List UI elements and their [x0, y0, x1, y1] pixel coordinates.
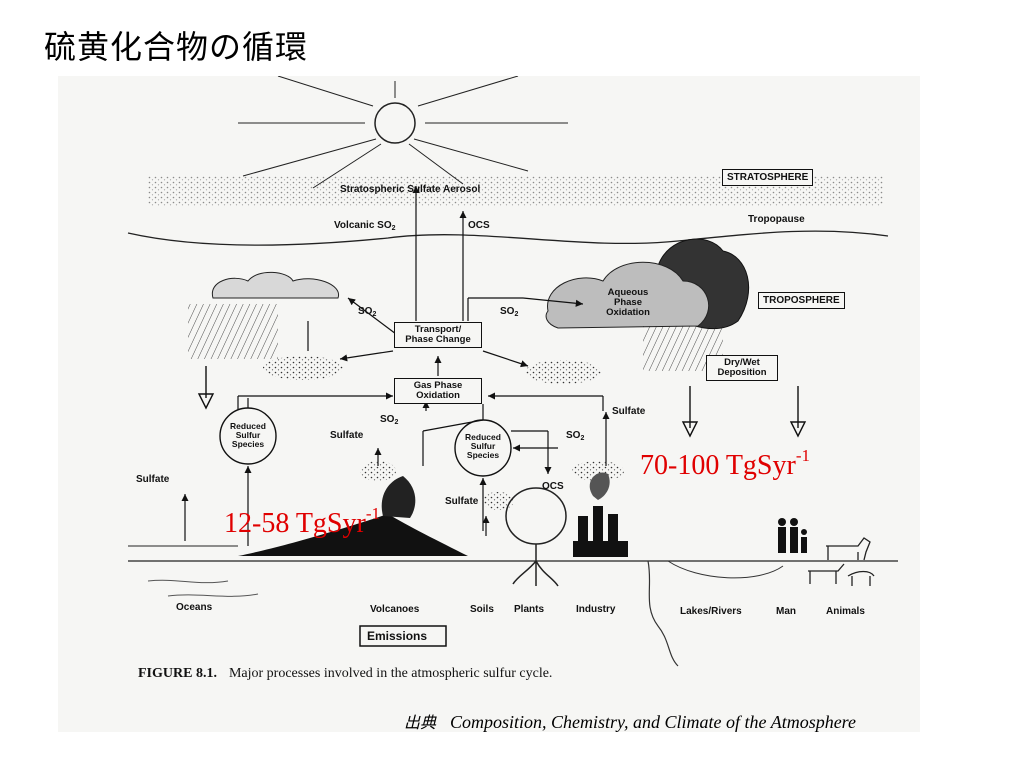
so2-right-label: SO2 [500, 306, 519, 318]
reduced-sulfur-left-label: Reduced Sulfur Species [230, 421, 266, 449]
bottom-label-lakes-rivers: Lakes/Rivers [680, 606, 742, 617]
people-icon [778, 518, 807, 553]
aqueous-cloud [545, 261, 710, 329]
bottom-label-oceans: Oceans [176, 602, 213, 613]
factory-icon [573, 472, 628, 557]
aerosol-cluster-right [525, 360, 601, 384]
sulfate-industry-label: Sulfate [612, 406, 646, 417]
left-flux-annotation: 12-58 TgSyr-1 [224, 504, 380, 539]
bottom-label-man: Man [776, 606, 796, 617]
bottom-label-soils: Soils [470, 604, 494, 615]
sulfate-label-a: Sulfate [330, 430, 364, 441]
right-flux-annotation: 70-100 TgSyr-1 [640, 446, 810, 481]
tropopause-line [127, 230, 889, 246]
so2-mid-right-label: SO2 [566, 430, 585, 442]
reduced-sulfur-mid-label: Reduced Sulfur Species [465, 432, 501, 460]
sulfate-volcano-label: Sulfate [445, 496, 479, 507]
emissions-frame [359, 625, 447, 647]
ocs-top-label: OCS [468, 220, 490, 231]
cloud-left [211, 271, 339, 299]
aqueous-label: Aqueous Phase Oxidation [606, 287, 650, 318]
ocs-mid-label: OCS [542, 481, 564, 492]
volcanic-so2-label: Volcanic SO2 [334, 220, 396, 232]
stratosphere-label: STRATOSPHERE [722, 169, 814, 186]
bottom-label-animals: Animals [826, 606, 865, 617]
sulfate-left-label: Sulfate [136, 474, 170, 485]
bottom-label-plants: Plants [514, 604, 545, 615]
aerosol-cluster-left [263, 356, 343, 380]
tropopause-label: Tropopause [748, 214, 805, 225]
emissions-label: Emissions [367, 629, 428, 643]
troposphere-label: TROPOSPHERE [758, 292, 845, 309]
animals-icon [808, 537, 875, 586]
smoke-plumes [360, 461, 624, 510]
sulfur-cycle-figure: STRATOSPHERE TROPOSPHERE Tropopause Stra… [58, 76, 920, 732]
bottom-label-industry: Industry [576, 604, 616, 615]
so2-left-label: SO2 [358, 306, 377, 318]
so2-mid-label: SO2 [380, 414, 399, 426]
sun-icon [238, 76, 568, 189]
strat-aerosol-label: Stratospheric Sulfate Aerosol [340, 184, 481, 195]
volcano-icon [238, 514, 468, 556]
source-text: Composition, Chemistry, and Climate of t… [450, 712, 857, 732]
slide-title: 硫黄化合物の循環 [44, 28, 309, 66]
caption-label: FIGURE 8.1. [138, 666, 217, 681]
figure-caption: FIGURE 8.1. Major processes involved in t… [138, 666, 552, 682]
caption-text: Major processes involved in the atmosphe… [228, 666, 553, 681]
rain-left [188, 304, 278, 359]
source-label: 出典 [404, 713, 437, 732]
drywet-box: Dry/Wet Deposition [706, 355, 778, 381]
plant-icon [505, 487, 567, 587]
bottom-label-volcanoes: Volcanoes [370, 604, 420, 615]
gas-phase-box: Gas Phase Oxidation [394, 378, 482, 404]
transport-box: Transport/ Phase Change [394, 322, 482, 348]
source-citation: 出典 Composition, Chemistry, and Climate of… [404, 709, 856, 733]
